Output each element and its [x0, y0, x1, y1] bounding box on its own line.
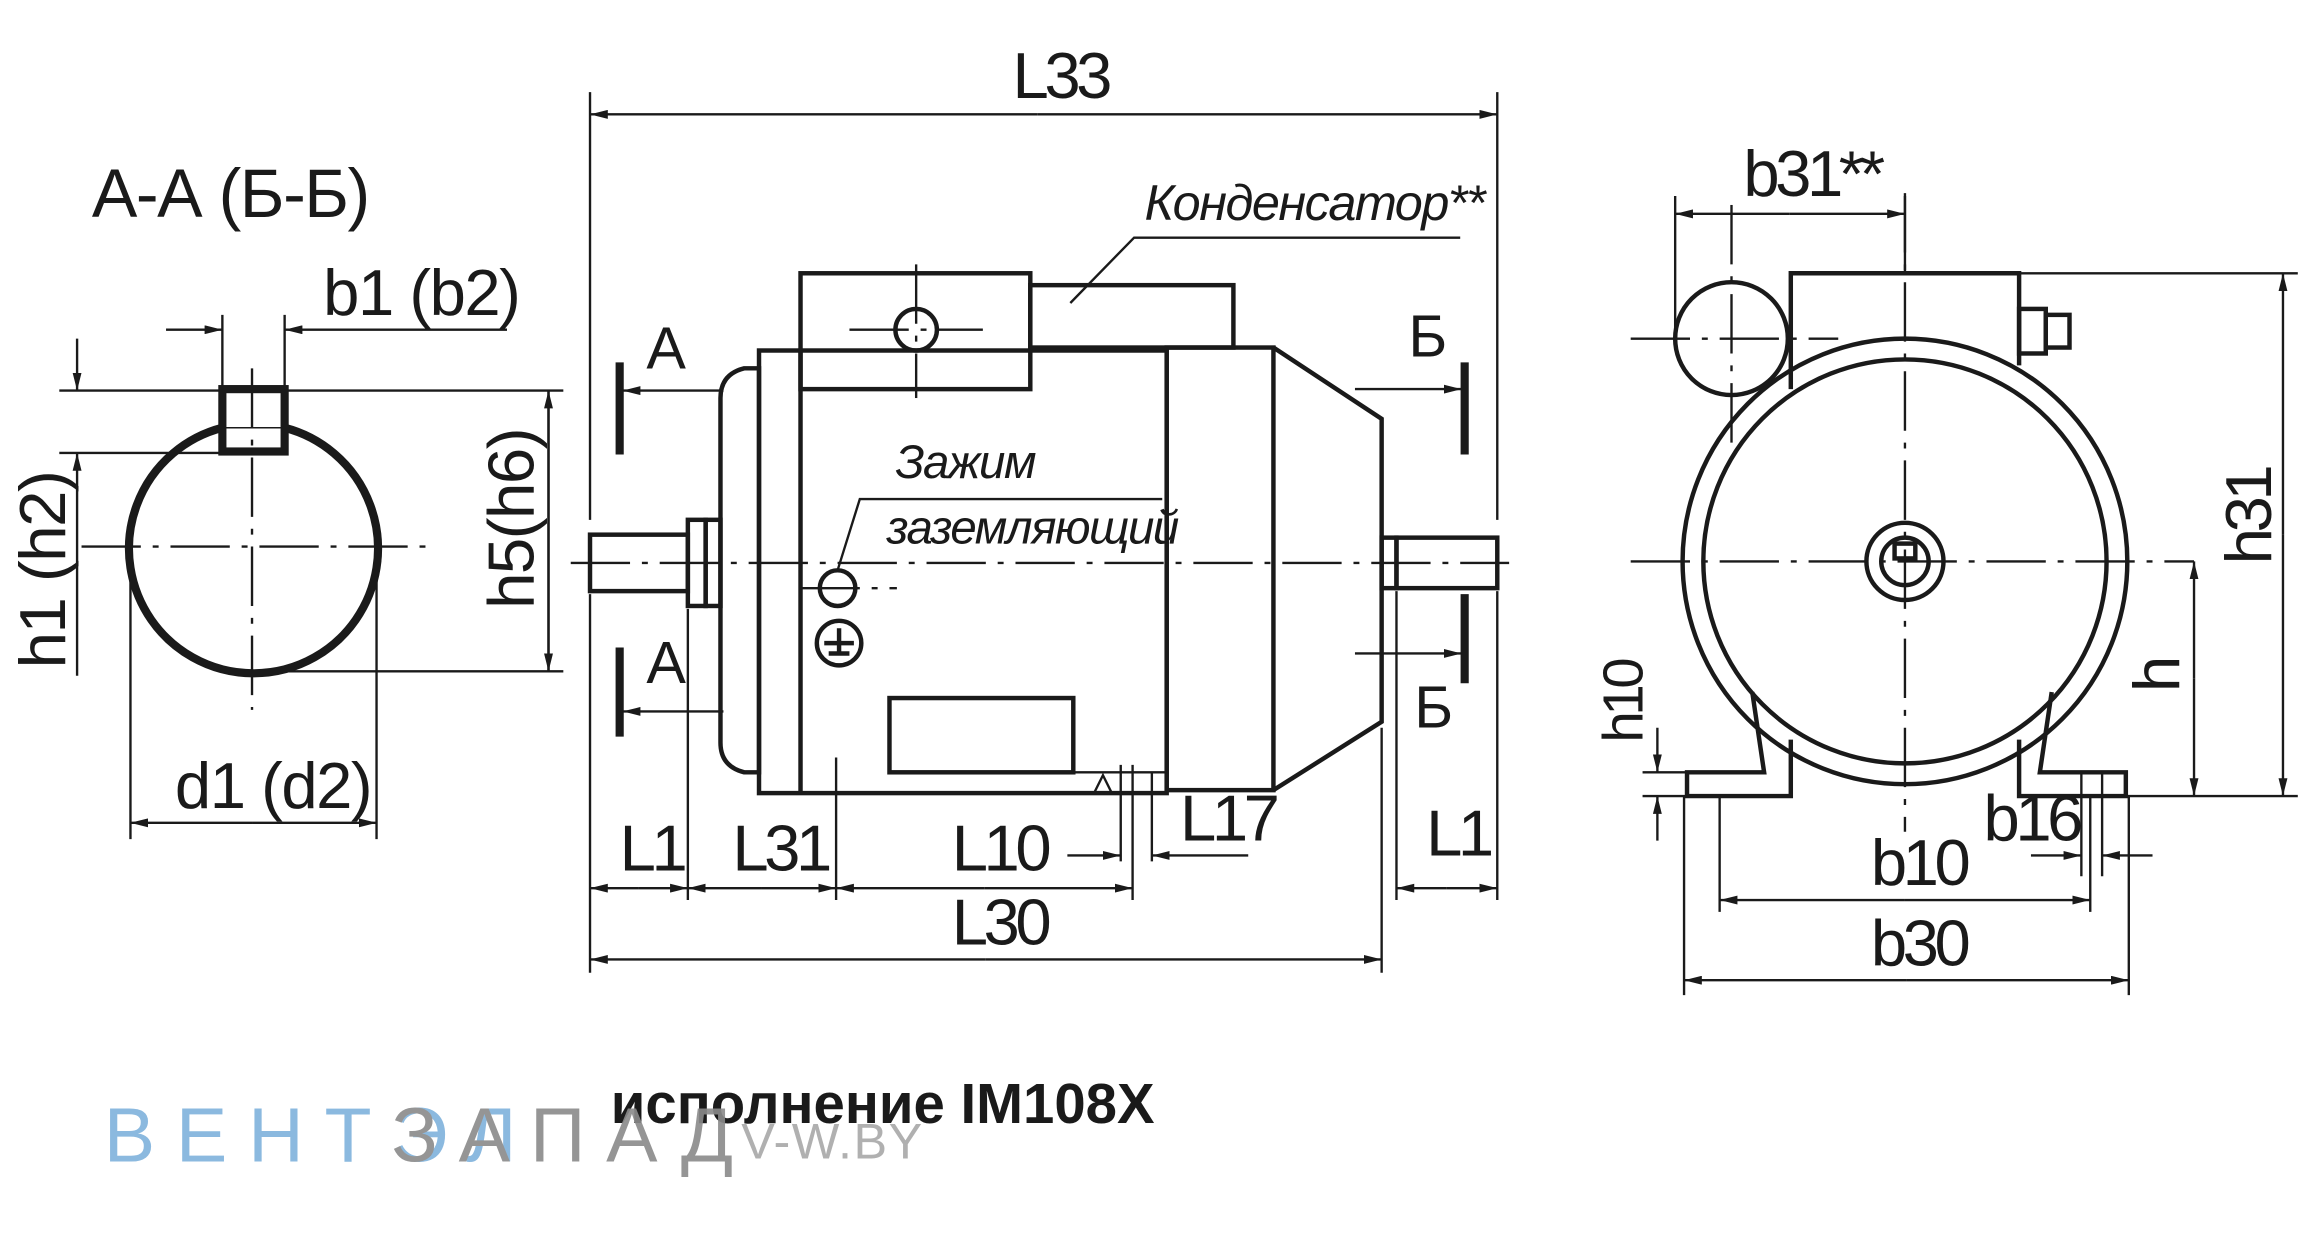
- dim-L30: L30: [952, 886, 1050, 959]
- shaft-section-outline: [124, 423, 383, 678]
- caption: исполнение IM108X: [611, 1072, 1155, 1135]
- ground-terminal-icon: [814, 618, 864, 668]
- dim-L17: L17: [1180, 782, 1278, 855]
- dim-b16: b16: [1984, 782, 2082, 855]
- dim-L1-right: L1: [1426, 796, 1492, 869]
- dim-h10: h10: [1592, 659, 1655, 743]
- dim-L10: L10: [952, 811, 1050, 884]
- ground-label-line2: заземляющий: [886, 502, 1179, 555]
- front-view: L33 Конденсатор** Зажим заземляющий: [570, 39, 1510, 973]
- dim-h5: h5(h6): [475, 429, 548, 609]
- end-view: b31** h31 h h10 b16 b10 b30: [1592, 137, 2298, 996]
- dim-h1: h1 (h2): [6, 472, 79, 669]
- dim-L31: L31: [732, 811, 830, 884]
- ground-label-line1: Зажим: [895, 436, 1036, 489]
- section-title: А-А (Б-Б): [92, 156, 369, 232]
- dim-h31: h31: [2212, 467, 2285, 565]
- dim-b10: b10: [1871, 826, 1969, 899]
- dim-d1: d1 (d2): [175, 749, 371, 822]
- section-mark-a-top: А: [646, 314, 686, 381]
- watermark: ВЕНТЭЛ ЗАПАД V-W.BY: [104, 1092, 924, 1178]
- section-view: А-А (Б-Б) b1 (b2) h1 (h2) h5(h6) d1 (d2): [6, 156, 564, 840]
- watermark-part1: ВЕНТЭЛ: [104, 1092, 537, 1178]
- dim-b1: b1 (b2): [323, 256, 519, 329]
- dim-L33: L33: [1013, 39, 1111, 112]
- dim-b30: b30: [1871, 906, 1969, 979]
- watermark-part2: ЗАПАД: [391, 1092, 753, 1178]
- watermark-site: V-W.BY: [741, 1112, 924, 1169]
- dim-h: h: [2120, 659, 2193, 692]
- capacitor-label: Конденсатор**: [1144, 174, 1487, 231]
- key-outline: [218, 385, 289, 456]
- section-mark-b-bottom: Б: [1414, 674, 1450, 741]
- dim-L1-left: L1: [620, 811, 686, 884]
- dim-b31: b31**: [1743, 137, 1884, 210]
- section-mark-b-top: Б: [1408, 302, 1444, 369]
- section-mark-a-bottom: А: [646, 629, 686, 696]
